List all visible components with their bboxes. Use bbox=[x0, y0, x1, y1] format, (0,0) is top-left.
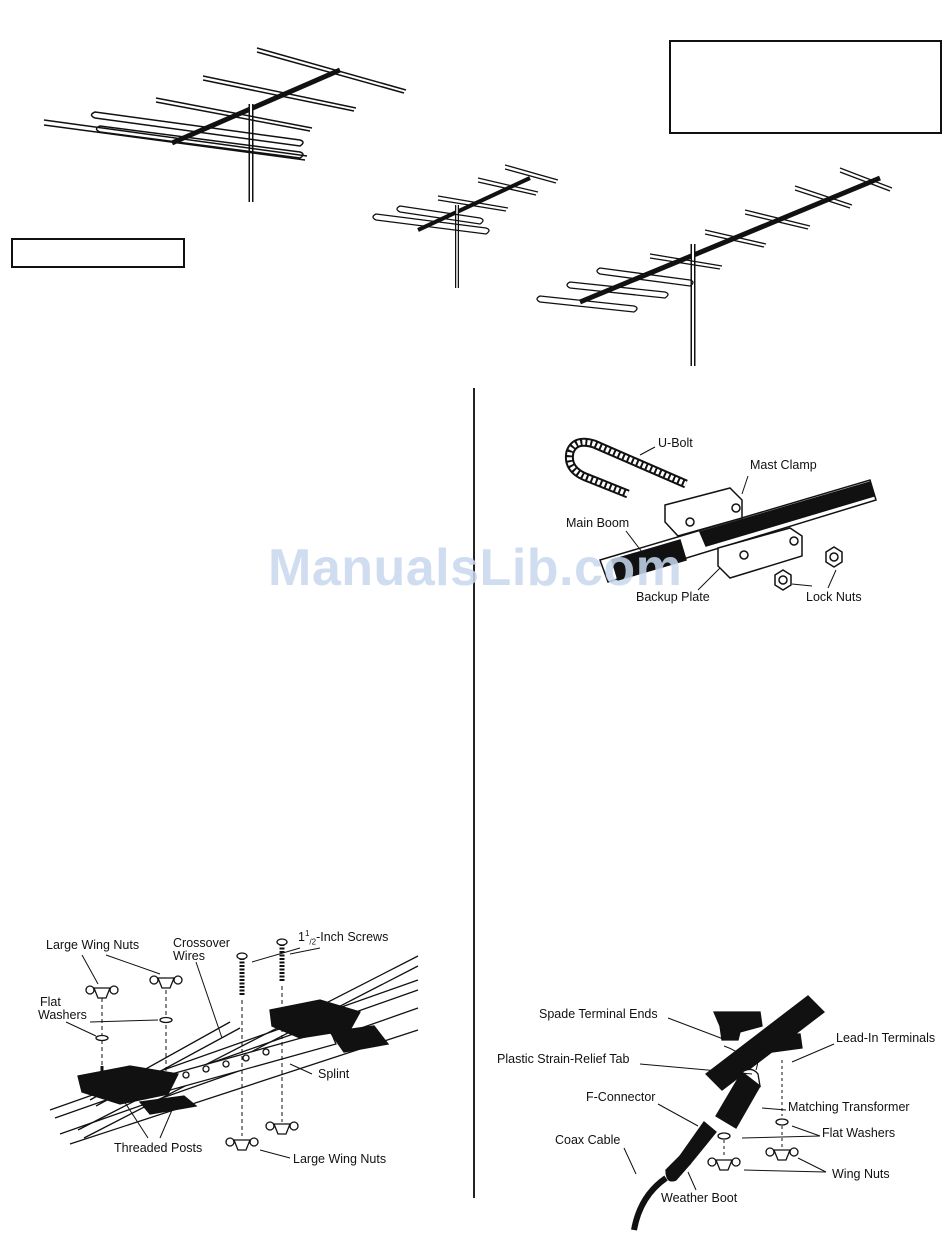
label-wing-nuts: Wing Nuts bbox=[832, 1167, 890, 1181]
label-threaded-posts: Threaded Posts bbox=[114, 1141, 203, 1155]
model-info-box bbox=[669, 40, 942, 134]
label-flat-washers-2: Washers bbox=[38, 1008, 87, 1022]
screws-sub: /2 bbox=[309, 937, 317, 947]
label-large-wing-nuts-top: Large Wing Nuts bbox=[46, 938, 140, 952]
screws-sup: 1 bbox=[304, 929, 310, 938]
label-large-wing-nuts-bottom: Large Wing Nuts bbox=[293, 1152, 387, 1166]
antenna-illustration-large-left bbox=[43, 47, 407, 202]
label-splint: Splint bbox=[318, 1067, 350, 1081]
antenna-illustration-long-right bbox=[536, 167, 893, 366]
label-strain-relief-tab: Plastic Strain-Relief Tab bbox=[497, 1052, 630, 1066]
label-flat-washers: Flat Washers bbox=[822, 1126, 896, 1140]
label-spade-terminal-ends: Spade Terminal Ends bbox=[539, 1007, 658, 1021]
label-matching-transformer: Matching Transformer bbox=[788, 1100, 910, 1114]
label-lock-nuts: Lock Nuts bbox=[806, 590, 862, 604]
watermark-text: ManualsLib.com bbox=[268, 539, 683, 597]
label-screws: 11/2-Inch Screws bbox=[298, 927, 388, 950]
label-crossover-wires-1: Crossover bbox=[173, 936, 230, 950]
label-flat-washers-1: Flat bbox=[40, 995, 61, 1009]
screws-whole: 1 bbox=[298, 930, 305, 945]
screws-text: -Inch Screws bbox=[316, 930, 389, 945]
label-lead-in-terminals: Lead-In Terminals bbox=[836, 1031, 936, 1045]
label-u-bolt: U-Bolt bbox=[658, 436, 693, 450]
antenna-illustration-small-center bbox=[372, 164, 559, 288]
model-label-box bbox=[11, 238, 185, 268]
label-f-connector: F-Connector bbox=[586, 1090, 656, 1104]
label-mast-clamp: Mast Clamp bbox=[750, 458, 817, 472]
label-coax-cable: Coax Cable bbox=[555, 1133, 621, 1147]
label-crossover-wires-2: Wires bbox=[173, 949, 205, 963]
label-main-boom: Main Boom bbox=[566, 516, 630, 530]
column-divider bbox=[473, 388, 475, 1198]
label-weather-boot: Weather Boot bbox=[661, 1191, 738, 1205]
label-backup-plate: Backup Plate bbox=[636, 590, 710, 604]
